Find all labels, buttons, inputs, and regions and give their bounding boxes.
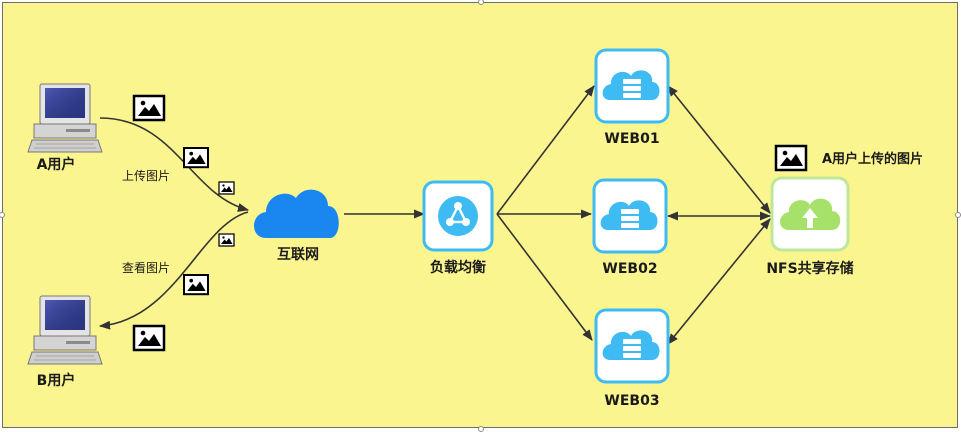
user-a-label: A用户 [37,156,76,173]
image-icon [182,273,210,296]
web01-server-icon [594,48,670,124]
web01-label: WEB01 [604,131,659,147]
web03-label: WEB03 [604,393,659,409]
connections [98,85,772,345]
upload-label: 上传图片 [122,168,170,183]
user-a-computer-icon [27,83,103,153]
user-b-label: B用户 [37,372,76,389]
web03-server-icon [594,308,670,384]
image-icon [218,181,235,195]
user-b-computer-icon [27,295,103,365]
image-icon [182,146,210,169]
nfs-storage-icon [770,176,850,252]
edge-lb-to-web01 [496,85,595,215]
view-label: 查看图片 [122,261,170,275]
internet-label: 互联网 [277,247,319,263]
image-icon [774,144,808,172]
load-balancer-label: 负载均衡 [430,259,486,276]
web02-label: WEB02 [602,261,657,277]
nfs-label: NFS共享存储 [766,260,853,277]
edge-lb-to-web03 [496,213,593,341]
edge-user-a-to-internet [99,117,250,212]
image-icon [132,324,166,352]
resize-handle-left[interactable] [0,212,5,218]
image-icon [218,233,235,247]
internet-cloud-icon [254,189,339,238]
image-icon [132,94,166,122]
edge-web01-nfs [667,85,771,214]
edge-internet-to-user-b [98,211,249,330]
nfs-note-label: A用户上传的图片 [822,151,923,167]
edge-web03-nfs [667,218,771,345]
load-balancer-icon [422,180,494,252]
web02-server-icon [592,178,668,254]
resize-handle-top[interactable] [478,0,484,5]
